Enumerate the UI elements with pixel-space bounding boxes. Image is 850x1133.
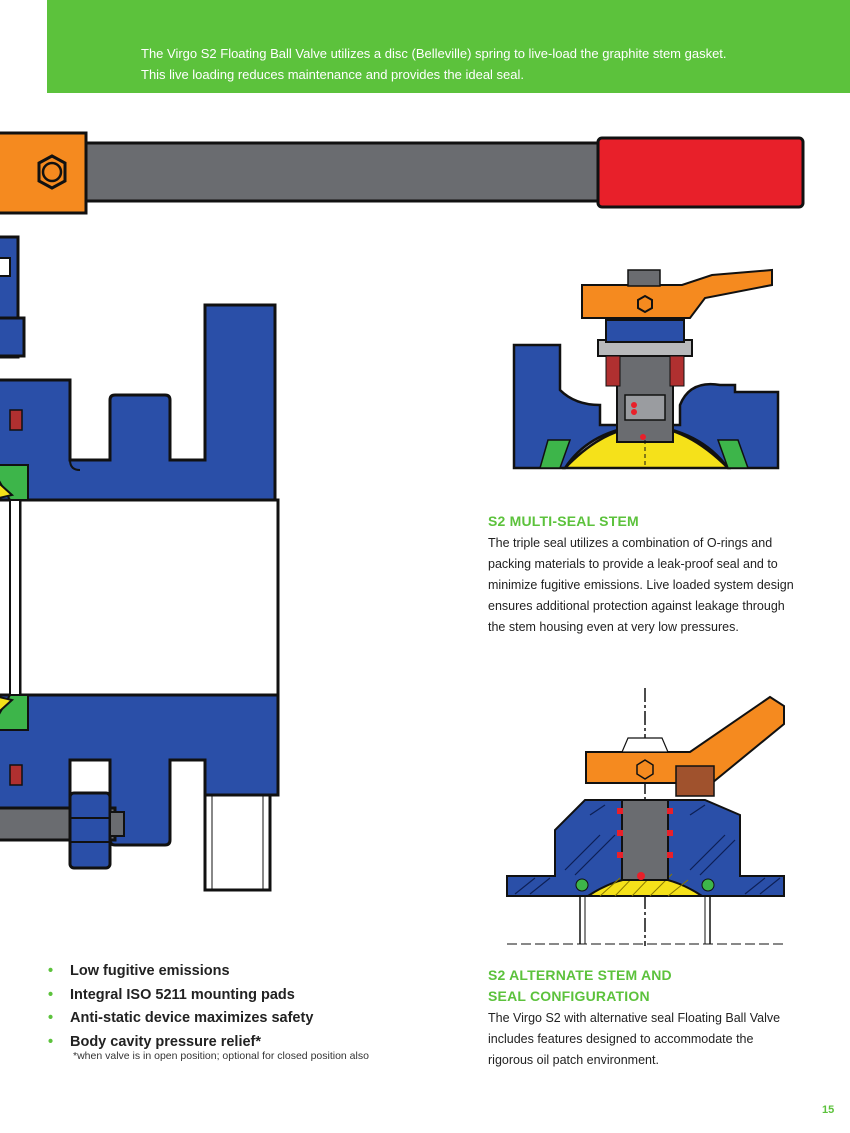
- header-banner: The Virgo S2 Floating Ball Valve utilize…: [47, 0, 850, 93]
- bullet-icon: •: [48, 1033, 54, 1050]
- banner-line-1: The Virgo S2 Floating Ball Valve utilize…: [141, 46, 727, 61]
- alternate-line: The Virgo S2 with alternative seal Float…: [488, 1011, 781, 1025]
- list-item: • Low fugitive emissions: [48, 960, 313, 984]
- feature-label: Integral ISO 5211 mounting pads: [70, 986, 295, 1003]
- list-item: • Body cavity pressure relief*: [48, 1031, 313, 1055]
- multi-seal-line: minimize fugitive emissions. Live loaded…: [488, 578, 794, 592]
- large-valve-diagram: [0, 131, 805, 892]
- page-number: 15: [822, 1104, 835, 1116]
- footnote: *when valve is in open position; optiona…: [73, 1050, 369, 1062]
- multi-seal-description: The triple seal utilizes a combination o…: [488, 533, 794, 638]
- multi-seal-line: packing materials to provide a leak-proo…: [488, 557, 778, 571]
- feature-label: Body cavity pressure relief*: [70, 1033, 262, 1050]
- alternate-line: rigorous oil patch environment.: [488, 1053, 659, 1067]
- alternate-description: The Virgo S2 with alternative seal Float…: [488, 1008, 780, 1071]
- multi-seal-line: ensures additional protection against le…: [488, 599, 785, 613]
- feature-list: • Low fugitive emissions • Integral ISO 52…: [48, 960, 313, 1054]
- bullet-icon: •: [48, 963, 54, 979]
- alternate-line: includes features designed to accommodat…: [488, 1032, 754, 1046]
- alternate-heading-line-2: SEAL CONFIGURATION: [488, 988, 650, 1004]
- banner-line-2: This live loading reduces maintenance an…: [141, 67, 525, 82]
- feature-label: Anti-static device maximizes safety: [70, 1010, 314, 1026]
- multi-seal-line: The triple seal utilizes a combination o…: [488, 536, 773, 550]
- list-item: • Integral ISO 5211 mounting pads: [48, 984, 313, 1008]
- feature-label: Low fugitive emissions: [70, 963, 230, 979]
- multi-seal-heading: S2 MULTI-SEAL STEM: [488, 513, 639, 529]
- alternate-stem-diagram: [506, 688, 785, 946]
- bullet-icon: •: [48, 986, 54, 1003]
- alternate-heading-line-1: S2 ALTERNATE STEM AND: [488, 967, 672, 983]
- multi-seal-line: the stem housing even at very low pressu…: [488, 620, 739, 634]
- multi-seal-stem-diagram: [512, 268, 780, 470]
- bullet-icon: •: [48, 1010, 54, 1026]
- list-item: • Anti-static device maximizes safety: [48, 1007, 313, 1031]
